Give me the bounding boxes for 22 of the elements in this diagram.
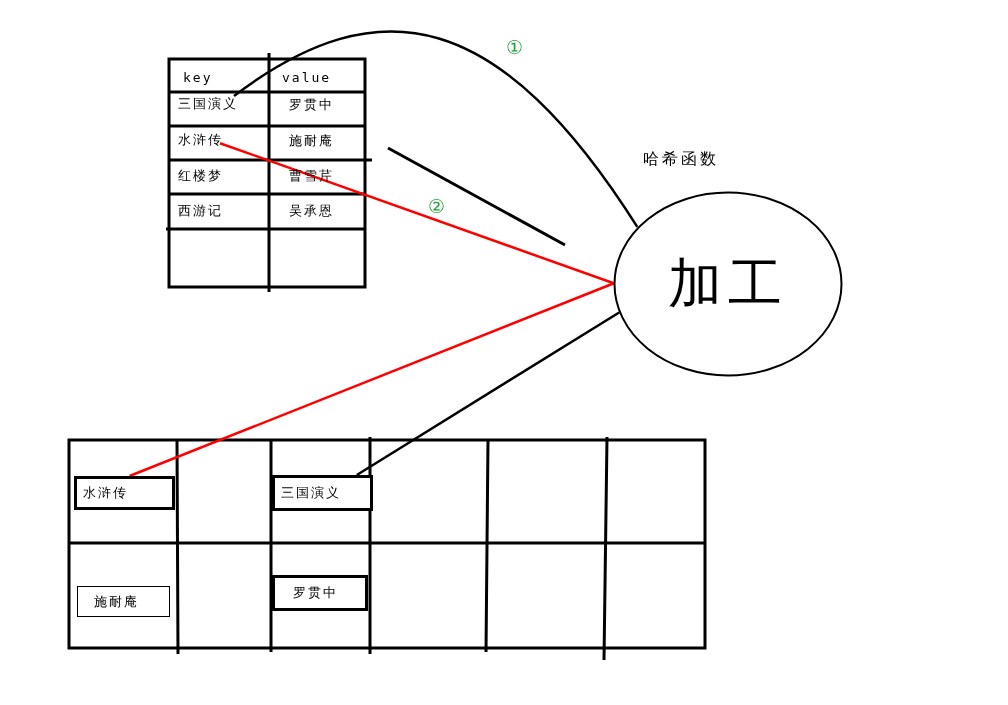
table-cell-text: 三国演义: [178, 96, 234, 112]
process-label: 加工: [668, 254, 788, 314]
connector-line: [129, 282, 615, 478]
connector-line: [233, 30, 639, 228]
connector-line: [356, 311, 620, 477]
data-box: 水浒传: [74, 476, 175, 510]
table-cell-text: 红楼梦: [178, 168, 223, 184]
function-caption: 哈希函数: [643, 151, 719, 167]
table-cell-text: 水浒传: [178, 132, 220, 148]
data-box: 施耐庵: [77, 586, 170, 617]
column-header: key: [183, 70, 213, 86]
edge-label: ②: [428, 197, 445, 217]
column-header: value: [282, 70, 332, 86]
table-cell-text: 西游记: [178, 203, 223, 219]
edge-label: ①: [506, 38, 523, 58]
process-ellipse: [613, 191, 843, 377]
table-cell-text: 吴承恩: [289, 203, 334, 219]
table-cell-text: 施耐庵: [289, 133, 334, 149]
connector-line: [219, 142, 614, 285]
data-box: 罗贯中: [272, 575, 368, 611]
table-cell-text: 罗贯中: [289, 97, 334, 113]
data-box: 三国演义: [272, 475, 373, 511]
